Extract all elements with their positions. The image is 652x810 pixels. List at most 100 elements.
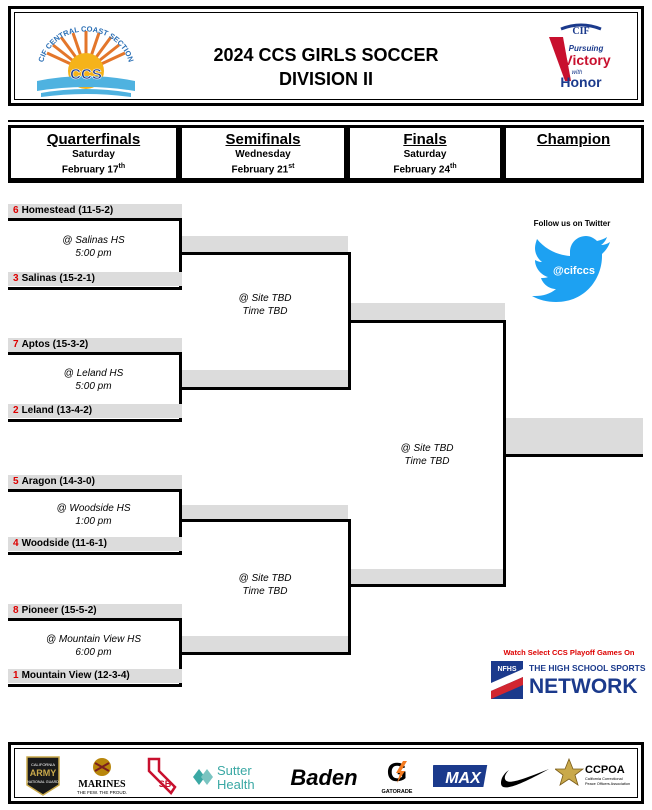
svg-text:Baden: Baden [290, 765, 357, 790]
svg-text:CCPOA: CCPOA [585, 764, 625, 776]
logo-honor: Honor [560, 74, 602, 90]
nfhs-badge-text: NFHS [497, 666, 516, 673]
round-header-quarterfinals: Quarterfinals Saturday February 17th [11, 128, 176, 178]
twitter-bird-icon[interactable]: @cifccs [530, 234, 614, 302]
team-name: Pioneer (15-5-2) [21, 605, 97, 616]
final-bottom-slot [351, 569, 503, 584]
team-name: Aragon (14-3-0) [21, 476, 95, 487]
bracket-line [8, 684, 182, 687]
round-name: Semifinals [225, 131, 301, 148]
bracket-line [8, 419, 182, 422]
logo-with: with [572, 70, 583, 76]
header-box: CCS CIF CENTRAL COAST SECTION 2024 CCS G… [8, 6, 644, 106]
baden-logo[interactable]: Baden [281, 755, 367, 797]
svg-text:SB: SB [159, 779, 172, 789]
svg-text:Sutter: Sutter [217, 763, 252, 778]
team-name: Homestead (11-5-2) [21, 205, 114, 216]
sf1-top-slot [182, 236, 348, 252]
sutter-health-logo[interactable]: Sutter Health [191, 755, 273, 797]
network-caption: Watch Select CCS Playoff Games On [503, 648, 635, 657]
state-logo[interactable]: SB [143, 755, 181, 797]
title-line-2: DIVISION II [278, 69, 374, 89]
twitter-caption: Follow us on Twitter [533, 219, 611, 228]
round-header-champion: Champion [506, 128, 641, 178]
round-date: February 24th [393, 163, 457, 176]
bracket-line [506, 454, 643, 457]
round-day: Saturday [72, 149, 115, 160]
bracket-line [503, 320, 506, 587]
network-line-1: THE HIGH SCHOOL SPORTS [529, 663, 646, 673]
seed: 3 [13, 273, 19, 284]
svg-text:MARINES: MARINES [78, 779, 126, 790]
bracket-line [348, 519, 351, 655]
bracket-line [182, 252, 351, 255]
gatorade-logo[interactable]: G GATORADE [375, 755, 419, 797]
seed: 8 [13, 605, 19, 616]
bracket-line [182, 387, 351, 390]
army-national-guard-logo[interactable]: CALIFORNIA ARMY NATIONAL GUARD [21, 755, 65, 797]
round-name: Quarterfinals [46, 131, 141, 148]
round-name: Champion [536, 131, 611, 148]
svg-text:MAX: MAX [445, 770, 482, 787]
sf2-bottom-slot [182, 636, 348, 652]
seed: 4 [13, 538, 19, 549]
bracket-line [8, 552, 182, 555]
bracket-line [179, 618, 182, 686]
svg-text:Health: Health [217, 777, 255, 792]
page-title: 2024 CCS GIRLS SOCCER DIVISION II [165, 43, 487, 91]
bracket-line [8, 618, 182, 621]
network-line-2: NETWORK [529, 675, 638, 698]
svg-text:GATORADE: GATORADE [382, 789, 413, 795]
max-preps-logo[interactable]: MAX [433, 755, 491, 797]
ccs-sunburst-logo: CCS CIF CENTRAL COAST SECTION [31, 19, 141, 103]
header-inner-border: CCS CIF CENTRAL COAST SECTION 2024 CCS G… [14, 12, 638, 100]
round-date: February 17th [61, 163, 126, 176]
seed: 6 [13, 205, 19, 216]
bracket-line [348, 252, 351, 390]
seed: 1 [13, 670, 19, 681]
ccpoa-logo[interactable]: CCPOA California Correctional Peace Offi… [555, 755, 639, 797]
bracket-line [8, 489, 182, 492]
team-name: Woodside (11-6-1) [21, 538, 107, 549]
svg-text:NATIONAL GUARD: NATIONAL GUARD [27, 780, 59, 784]
logo-pursuing: Pursuing [569, 44, 604, 53]
bracket-line [179, 218, 182, 290]
round-day: Saturday [403, 149, 447, 160]
round-day: Wednesday [235, 149, 291, 160]
bracket-line [182, 519, 351, 522]
logo-victory: Victory [563, 52, 610, 68]
cif-badge-text: CIF [572, 26, 589, 37]
round-name: Finals [403, 131, 447, 148]
sf1-bottom-slot [182, 370, 348, 387]
marines-logo[interactable]: MARINES THE FEW. THE PROUD. [69, 755, 135, 797]
ccs-logo-text: CCS [70, 66, 102, 83]
nfhs-network-logo[interactable]: NFHS THE HIGH SCHOOL SPORTS NETWORK [491, 659, 647, 701]
bracket-line [179, 489, 182, 555]
sf2-top-slot [182, 505, 348, 519]
svg-text:THE FEW. THE PROUD.: THE FEW. THE PROUD. [77, 790, 127, 795]
nike-swoosh-logo[interactable] [497, 755, 553, 797]
round-header-strip: Quarterfinals Saturday February 17th Sem… [8, 125, 644, 183]
final-top-slot [351, 303, 505, 320]
sponsor-bar: CALIFORNIA ARMY NATIONAL GUARD MARINES T… [8, 742, 644, 804]
bracket-line [8, 287, 182, 290]
round-header-semifinals: Semifinals Wednesday February 21st [182, 128, 344, 178]
title-line-1: 2024 CCS GIRLS SOCCER [213, 45, 439, 65]
seed: 7 [13, 339, 19, 350]
bracket-line [8, 218, 182, 221]
svg-text:California Correctional: California Correctional [585, 777, 623, 781]
sponsor-bar-inner: CALIFORNIA ARMY NATIONAL GUARD MARINES T… [14, 748, 638, 798]
bracket-line [182, 652, 351, 655]
